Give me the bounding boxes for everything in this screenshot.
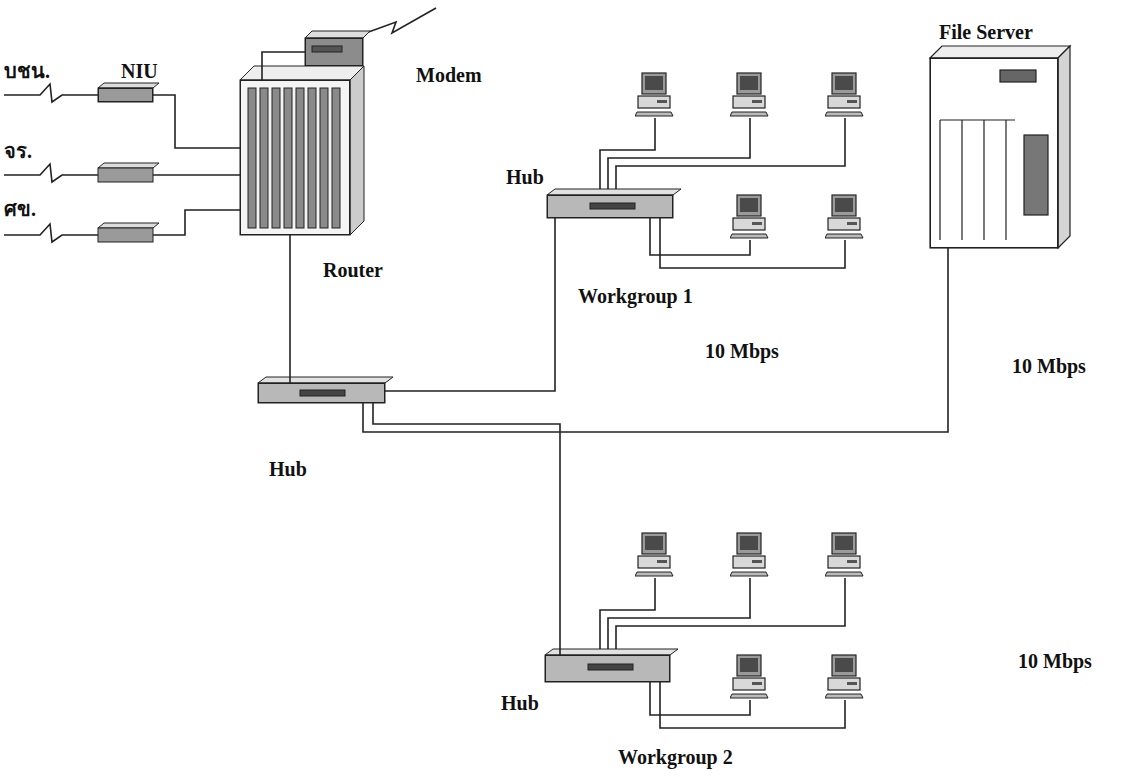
device-label: Hub bbox=[506, 166, 544, 188]
hub-box: Hub bbox=[547, 195, 673, 218]
network-cable bbox=[153, 95, 240, 148]
line-label: ศข. bbox=[4, 198, 36, 220]
network-cable bbox=[363, 248, 948, 432]
device-label: Hub bbox=[269, 458, 307, 480]
line-label: จร. bbox=[4, 140, 32, 162]
speed-label: 10 Mbps bbox=[705, 340, 779, 362]
hub-box: Hub bbox=[545, 655, 670, 682]
group-label: Workgroup 2 bbox=[618, 746, 733, 768]
hub-box: Hub bbox=[258, 383, 385, 403]
niu-box: NIU bbox=[98, 88, 153, 102]
niu-devices bbox=[98, 83, 159, 242]
device-label: Hub bbox=[501, 692, 539, 714]
device-label: File Server bbox=[939, 21, 1033, 43]
group-label: Workgroup 1 bbox=[578, 285, 693, 307]
radio-links bbox=[4, 8, 436, 242]
modem-device bbox=[305, 31, 370, 66]
device-label: NIU bbox=[121, 60, 158, 82]
network-cable bbox=[373, 403, 560, 655]
router-box: Router bbox=[240, 80, 350, 235]
file-server-box: File Server bbox=[930, 58, 1058, 248]
speed-label: 10 Mbps bbox=[1012, 355, 1086, 377]
hub-devices bbox=[258, 189, 681, 682]
network-cable bbox=[262, 52, 305, 80]
workstations bbox=[635, 73, 863, 698]
file-server-device bbox=[930, 46, 1070, 248]
router-device bbox=[240, 66, 364, 235]
device-label: Router bbox=[323, 259, 383, 281]
device-label: Modem bbox=[416, 64, 482, 86]
modem-box: Modem bbox=[305, 38, 363, 66]
speed-label: 10 Mbps bbox=[1018, 650, 1092, 672]
network-cable bbox=[385, 218, 555, 391]
network-cable bbox=[289, 235, 291, 383]
line-label: บชน. bbox=[4, 60, 50, 82]
